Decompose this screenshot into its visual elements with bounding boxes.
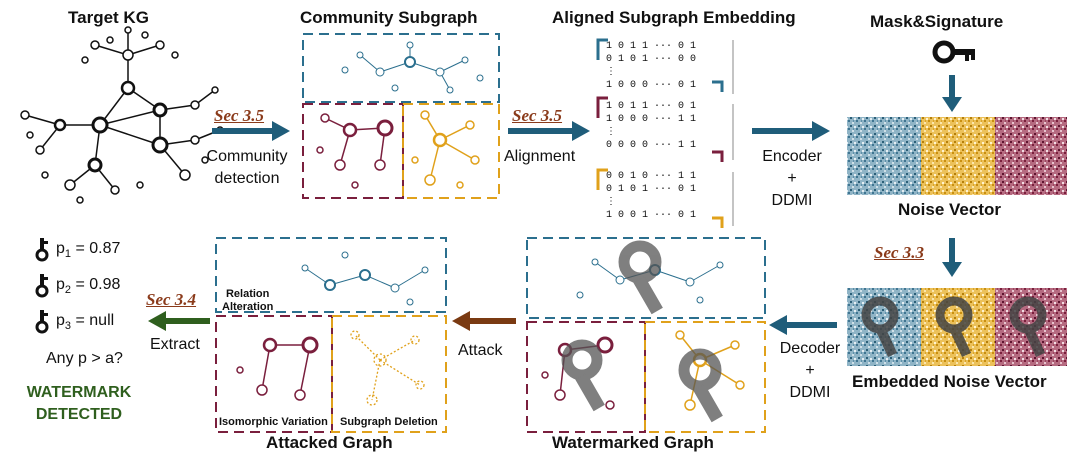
arrow-community — [212, 121, 290, 141]
community-subgraph-title: Community Subgraph — [300, 8, 478, 27]
result-line2: DETECTED — [35, 406, 123, 423]
matrix-maroon-row: 1 0 1 1 ··· 0 1 — [606, 101, 697, 112]
watermarked-graph-title: Watermarked Graph — [552, 433, 714, 452]
prob-key-icons — [35, 238, 49, 334]
prob-value: = 0.98 — [75, 276, 121, 293]
prob-name: p — [56, 312, 65, 329]
prob-value: = null — [75, 312, 115, 329]
arrow-alignment — [508, 121, 590, 141]
matrix-maroon-row: 0 0 0 0 ··· 1 1 — [606, 140, 697, 151]
noise-vector — [847, 117, 1067, 195]
prob-sub: 1 — [64, 248, 72, 261]
probability-2: p2 = 0.98 — [56, 276, 120, 296]
prob-name: p — [56, 240, 65, 257]
matrix-maroon-row: ⋮ — [606, 127, 616, 138]
encoder-line2: + — [787, 170, 797, 187]
prob-sub: 3 — [64, 320, 72, 333]
matrix-gold-row: ⋮ — [606, 197, 616, 208]
sec-embed-label: Sec 3.3 — [874, 243, 925, 262]
threshold-question: Any p > a? — [46, 350, 123, 367]
prob-name: p — [56, 276, 65, 293]
isomorphic-variation-label: Isomorphic Variation — [219, 416, 328, 428]
arrow-decoder — [769, 315, 837, 335]
alignment-label: Alignment — [504, 148, 576, 165]
matrix-maroon: 1 0 1 1 ··· 0 1 1 0 0 0 ··· 1 1 ⋮ 0 0 0 … — [606, 100, 696, 152]
attacked-graph — [215, 237, 447, 433]
decoder-line1: Decoder — [779, 340, 841, 357]
target-kg-graph — [20, 26, 224, 204]
relation-alteration-line1: Relation — [225, 288, 270, 300]
subgraph-deletion-label: Subgraph Deletion — [340, 416, 438, 428]
community-detection-line2: detection — [214, 170, 280, 187]
encoder-line3: DDMI — [771, 192, 813, 209]
decoder-line2: + — [805, 362, 815, 379]
result-line1: WATERMARK — [26, 384, 132, 401]
matrix-maroon-row: 1 0 0 0 ··· 1 1 — [606, 114, 697, 125]
probability-1: p1 = 0.87 — [56, 240, 120, 260]
decoder-label: Decoder + DDMI — [770, 338, 850, 404]
arrow-embed — [942, 238, 962, 277]
key-icon — [932, 40, 975, 64]
matrix-blue-row: 1 0 0 0 ··· 0 1 — [606, 80, 697, 91]
community-detection-line1: Community — [206, 148, 288, 165]
matrix-brackets — [596, 38, 734, 228]
attack-label: Attack — [458, 342, 503, 359]
arrow-extract — [148, 311, 210, 331]
noise-vector-title: Noise Vector — [898, 200, 1001, 219]
target-kg-title: Target KG — [68, 8, 149, 27]
extract-label: Extract — [150, 336, 200, 353]
matrix-blue-row: 0 1 0 1 ··· 0 0 — [606, 54, 697, 65]
matrix-blue-row: 1 0 1 1 ··· 0 1 — [606, 41, 697, 52]
sec-alignment-label: Sec 3.5 — [512, 106, 563, 125]
arrow-encoder — [752, 121, 830, 141]
sec-community-label: Sec 3.5 — [214, 106, 265, 125]
embedded-noise-vector-title: Embedded Noise Vector — [852, 372, 1047, 391]
watermark-detected-label: WATERMARK DETECTED — [24, 382, 134, 426]
prob-value: = 0.87 — [75, 240, 121, 257]
embedded-noise-vector — [847, 288, 1067, 366]
matrix-gold-row: 1 0 0 1 ··· 0 1 — [606, 210, 697, 221]
watermarked-graph — [526, 237, 766, 433]
matrix-blue: 1 0 1 1 ··· 0 1 0 1 0 1 ··· 0 0 ⋮ 1 0 0 … — [606, 40, 696, 92]
relation-alteration-line2: Alteration — [222, 301, 274, 313]
encoder-line1: Encoder — [762, 148, 822, 165]
attacked-graph-title: Attacked Graph — [266, 433, 393, 452]
sec-extract-label: Sec 3.4 — [146, 290, 197, 309]
prob-sub: 2 — [64, 284, 72, 297]
matrix-gold-row: 0 1 0 1 ··· 0 1 — [606, 184, 697, 195]
matrix-gold-row: 0 0 1 0 ··· 1 1 — [606, 171, 697, 182]
mask-signature-title: Mask&Signature — [870, 12, 1004, 31]
arrow-mask — [942, 75, 962, 112]
relation-alteration-label: Relation Alteration — [222, 288, 273, 314]
matrix-blue-row: ⋮ — [606, 67, 616, 78]
encoder-label: Encoder + DDMI — [752, 146, 832, 212]
matrix-gold: 0 0 1 0 ··· 1 1 0 1 0 1 ··· 0 1 ⋮ 1 0 0 … — [606, 170, 696, 222]
community-subgraph — [302, 33, 500, 199]
probability-3: p3 = null — [56, 312, 114, 332]
aligned-embedding-title: Aligned Subgraph Embedding — [552, 8, 796, 27]
decoder-line3: DDMI — [789, 384, 831, 401]
arrow-attack — [452, 311, 516, 331]
community-detection-label: Community detection — [196, 146, 298, 190]
